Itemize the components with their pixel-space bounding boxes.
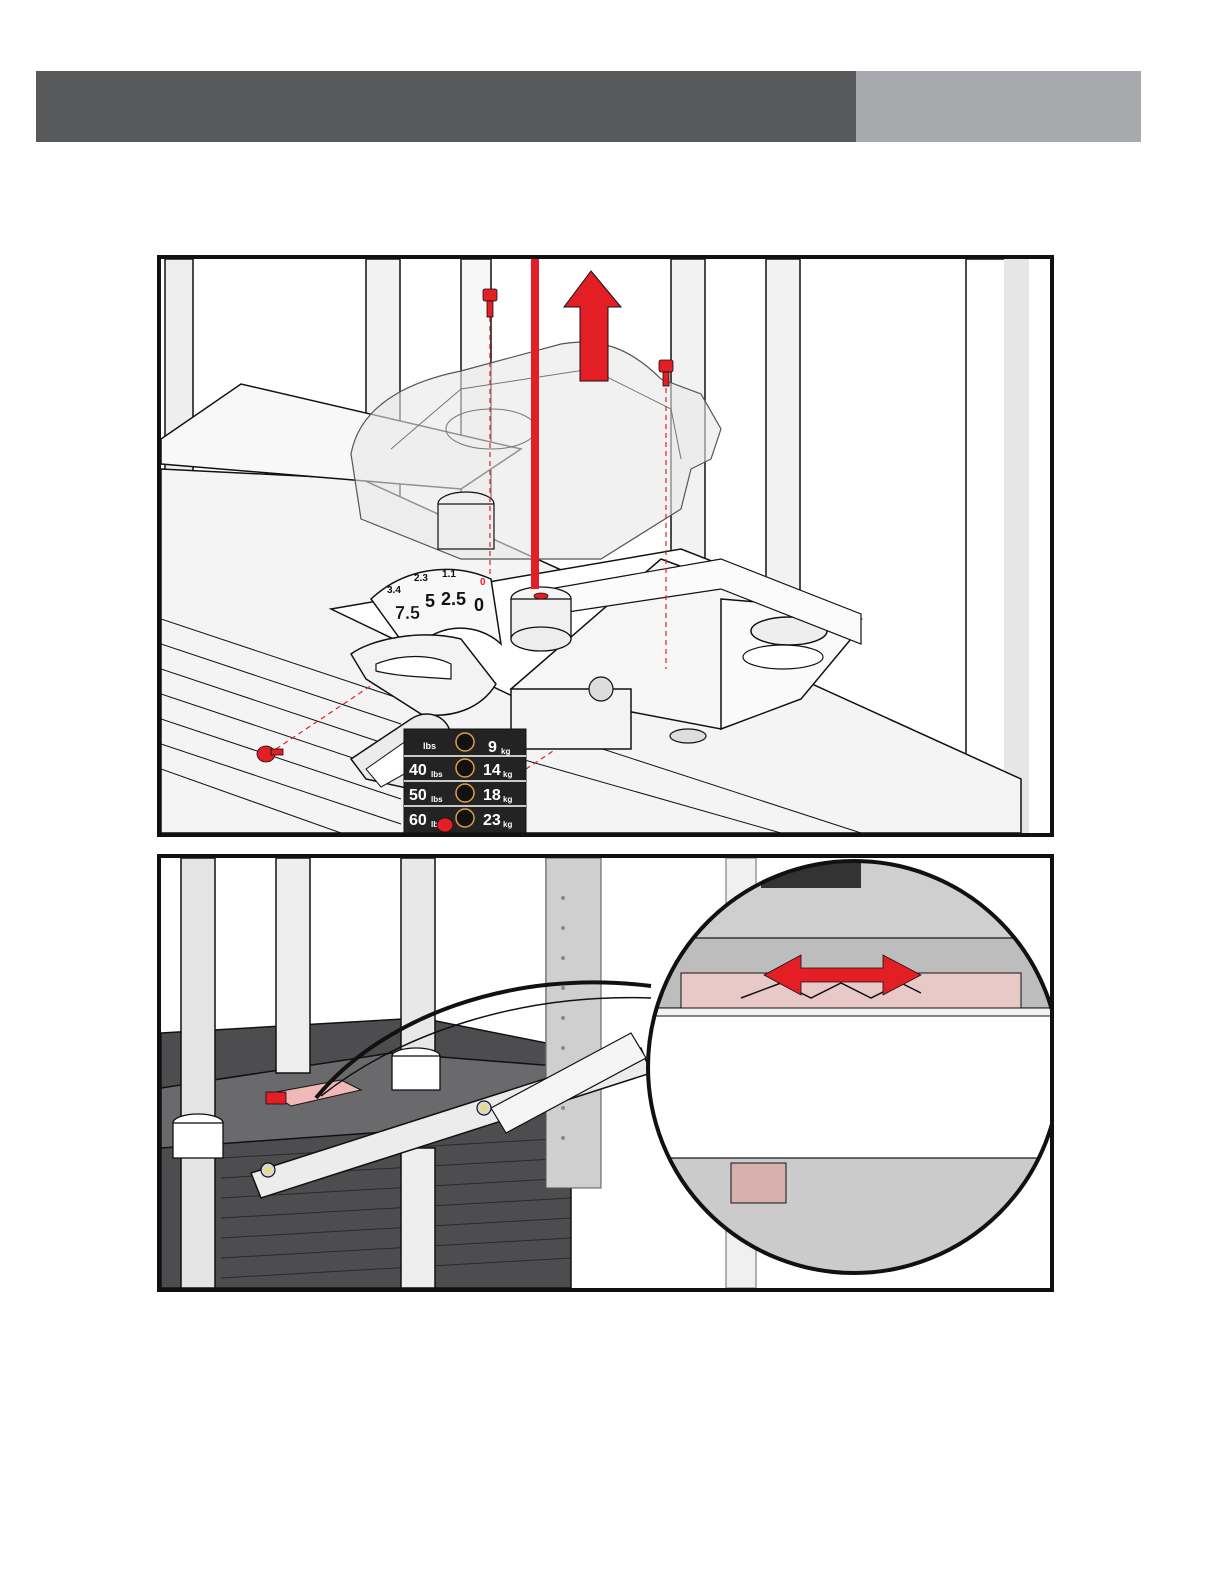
figure-top-panel: 3.4 2.3 1.1 0 7.5 5 2.5 0 lbs	[157, 255, 1054, 837]
stack-kg-unit-0: kg	[503, 770, 512, 779]
stack-lbs-2: 60	[409, 812, 427, 829]
stack-top-kg-unit: kg	[501, 747, 510, 756]
cup-center	[392, 1056, 440, 1090]
lock-knob	[589, 677, 613, 701]
dial-outer-label-2: 1.1	[442, 569, 456, 580]
stack-lbs-0: 40	[409, 762, 427, 779]
weight-stack: lbs 9 kg 40 lbs 14 kg 50 lbs 18 kg 60 lb…	[404, 729, 526, 833]
stack-kg-unit-1: kg	[503, 795, 512, 804]
dial-inner-label-2: 2.5	[441, 589, 466, 609]
dial-outer-label-0: 3.4	[387, 585, 401, 596]
stack-kg-1: 18	[483, 787, 501, 804]
lock-block	[511, 689, 631, 749]
stack-kg-0: 14	[483, 762, 501, 779]
cable-anchor	[534, 593, 548, 599]
stack-pin-hole-1	[456, 759, 474, 777]
header-title-block	[36, 71, 856, 142]
header-section-block	[856, 71, 1141, 142]
bar-bolt-right-center	[481, 1105, 487, 1111]
dial-inner-label-1: 5	[425, 591, 435, 611]
figure-bottom-illustration	[161, 858, 1050, 1288]
stack-top-lbs-unit: lbs	[423, 741, 436, 751]
selector-pin-icon	[437, 818, 453, 832]
figure-top-illustration: 3.4 2.3 1.1 0 7.5 5 2.5 0 lbs	[161, 259, 1050, 833]
stack-top-kg: 9	[488, 739, 497, 756]
bushing-right-base	[743, 645, 823, 669]
red-slider-end	[266, 1092, 286, 1104]
dial-inner-label-0: 7.5	[395, 603, 420, 623]
header-bar	[36, 71, 1141, 142]
top-cup-bottom	[511, 627, 571, 651]
cup-left	[173, 1123, 223, 1158]
dial-outer-label-3: 0	[480, 577, 486, 588]
bushing-left-body	[438, 504, 494, 549]
figure-bottom-panel	[157, 854, 1054, 1292]
vertical-track	[546, 858, 601, 1188]
stack-pin-hole-3	[456, 809, 474, 827]
stack-lbs-1: 50	[409, 787, 427, 804]
dial-outer-label-1: 2.3	[414, 573, 428, 584]
stack-pin-hole-0	[456, 733, 474, 751]
stack-lbs-unit-1: lbs	[431, 795, 443, 804]
stack-lbs-unit-0: lbs	[431, 770, 443, 779]
dial-inner-label-3: 0	[474, 595, 484, 615]
stack-kg-unit-2: kg	[503, 820, 512, 829]
post-base-ring	[670, 729, 706, 743]
bar-bolt-left-center	[265, 1167, 271, 1173]
stack-kg-2: 23	[483, 812, 501, 829]
stack-pin-hole-2	[456, 784, 474, 802]
cable	[531, 259, 539, 589]
